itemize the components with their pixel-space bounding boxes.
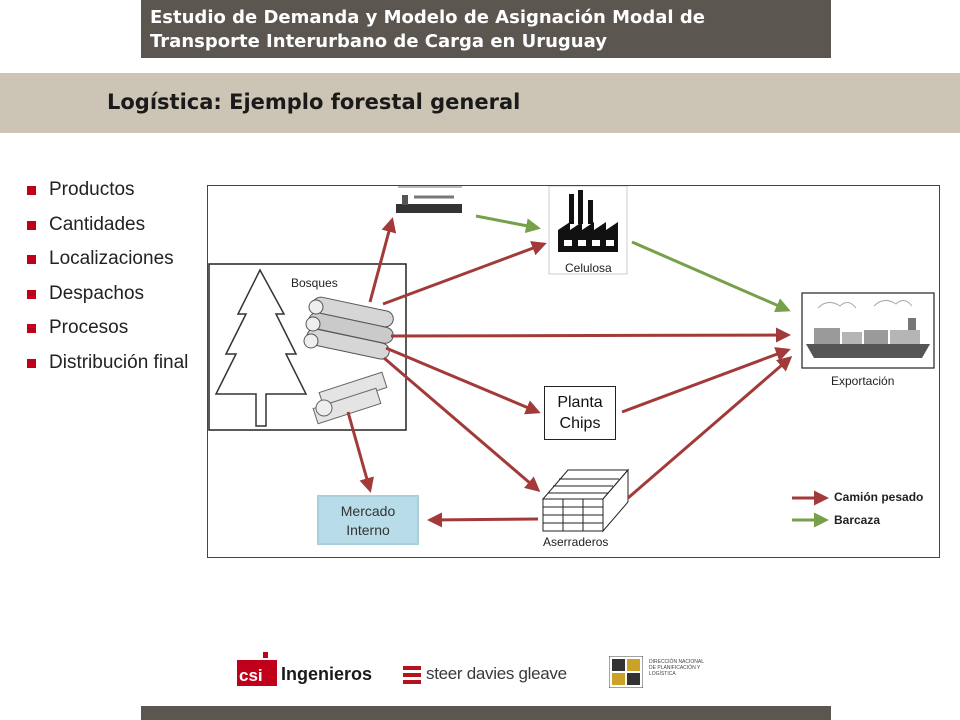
arrow-bosques-mercado: [346, 411, 374, 493]
bullet-marker: [27, 358, 36, 368]
arrow-aserraderos-mercado: [427, 512, 539, 528]
exportacion-label: Exportación: [831, 374, 895, 388]
barge-icon: [396, 186, 462, 213]
mercado-label-line1: Mercado: [340, 503, 396, 519]
arrow-bosques-aserraderos: [383, 356, 541, 492]
bullet-marker: [27, 255, 36, 264]
csi-mark-text: csi: [239, 666, 263, 685]
bullet-item: Productos: [27, 178, 197, 202]
bullet-item: Distribución final: [27, 351, 197, 375]
legend-barcaza-label: Barcaza: [834, 513, 881, 527]
logs-icon: [303, 296, 394, 360]
arrow-bosques-barcaza: [368, 217, 397, 303]
arrow-bosques-celulosa: [382, 241, 547, 306]
header-title-line2: Transporte Interurbano de Carga en Urugu…: [150, 31, 607, 52]
barge-flows: [475, 214, 829, 528]
planta-chips-box: Planta Chips: [544, 386, 616, 440]
mtop-logo: DIRECCIÓN NACIONAL DE PLANIFICACIÓN Y LO…: [609, 656, 709, 688]
bullet-list: Productos Cantidades Localizaciones Desp…: [27, 178, 197, 385]
arrow-aserraderos-exportacion: [627, 356, 793, 500]
mtop-logo-text: DIRECCIÓN NACIONAL DE PLANIFICACIÓN Y LO…: [649, 659, 704, 677]
arrow-bosques-planta: [385, 346, 541, 415]
diagram-svg: [208, 186, 935, 533]
bullet-marker: [27, 289, 36, 299]
header-bar: [141, 0, 831, 58]
mercado-label-line2: Interno: [346, 522, 390, 538]
lumber-stack-icon: [541, 468, 630, 533]
header-title-line1: Estudio de Demanda y Modelo de Asignació…: [150, 7, 705, 28]
mercado-interno-box: Mercado Interno: [317, 495, 419, 545]
arrow-bosques-exportacion: [390, 327, 791, 343]
arrow-celulosa-exportacion: [631, 240, 791, 313]
mtop-mark-icon: [609, 656, 643, 688]
container-ship-icon: [806, 300, 930, 358]
pine-tree-icon: [214, 268, 308, 427]
arrow-barcaza-celulosa: [475, 214, 541, 234]
truck-flows: [346, 217, 829, 528]
forestry-logistics-diagram: Bosques Celulosa Exportación Aserraderos…: [207, 185, 940, 558]
slide-title: Logística: Ejemplo forestal general: [107, 90, 521, 114]
planta-label-line1: Planta: [557, 394, 603, 411]
bosques-label: Bosques: [291, 276, 338, 290]
aserraderos-label: Aserraderos: [543, 535, 609, 549]
bullet-item: Despachos: [27, 282, 197, 306]
csi-mark-icon: [237, 652, 277, 686]
sawn-wood-icon: [312, 371, 388, 425]
celulosa-label: Celulosa: [565, 261, 612, 275]
title-band: [0, 73, 960, 133]
header-title: Estudio de Demanda y Modelo de Asignació…: [150, 6, 820, 54]
planta-label-line2: Chips: [559, 415, 601, 432]
sdg-mark-icon: [403, 666, 421, 684]
csi-logo-text: Ingenieros: [281, 664, 373, 684]
footer-bar: [141, 706, 831, 720]
sdg-logo-text: steer davies gleave: [426, 664, 567, 683]
bullet-item: Localizaciones: [27, 247, 197, 271]
bullet-marker: [27, 324, 36, 333]
bullet-item: Procesos: [27, 316, 197, 340]
arrow-planta-exportacion: [621, 347, 791, 414]
factory-icon: [558, 190, 618, 252]
bullet-marker: [27, 220, 36, 230]
legend-camion-label: Camión pesado: [834, 490, 924, 504]
csi-logo: csi Ingenieros: [237, 652, 387, 692]
bullet-marker: [27, 186, 36, 195]
bullet-item: Cantidades: [27, 213, 197, 237]
